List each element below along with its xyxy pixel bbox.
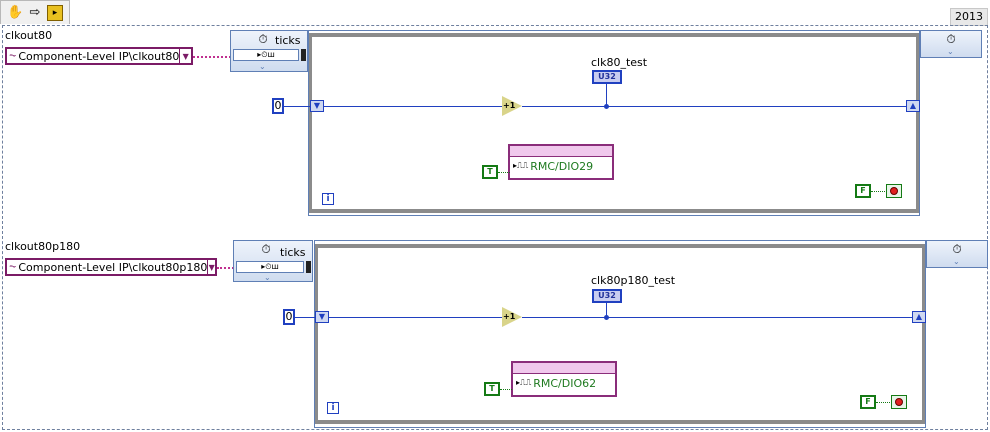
increment-label-2: +1 <box>503 312 516 321</box>
iteration-terminal-1: i <box>322 193 334 205</box>
ticks-label: ticks <box>280 246 306 259</box>
init-constant-1[interactable]: 0 <box>272 98 284 114</box>
stopwatch-icon: ⏱ <box>261 241 271 256</box>
stop-icon[interactable] <box>891 395 907 409</box>
true-constant-2[interactable]: T <box>484 382 500 396</box>
clock-refnum-2[interactable]: ⏦ Component-Level IP\clkout80p180 ▼ <box>5 258 217 276</box>
timed-loop-frame-2[interactable] <box>314 244 926 424</box>
indicator-wire-2 <box>606 303 607 317</box>
shift-register-left-1[interactable]: ▼ <box>310 100 324 112</box>
terminal-bar <box>301 49 306 61</box>
digital-waveform-icon: ▸⎍⎍ <box>516 378 532 387</box>
timed-loop-input-node-2[interactable]: ⏱ ticks ▸⏲ш ⌄ <box>233 240 313 282</box>
clock-icon: ⏦ <box>9 262 17 272</box>
fpga-io-node-1[interactable]: ▸⎍⎍ RMC/DIO29 <box>508 144 614 180</box>
wire-2a <box>329 317 502 318</box>
init-constant-2[interactable]: 0 <box>283 309 295 325</box>
stopwatch-icon: ⏱ <box>258 31 268 46</box>
bool-wire-1 <box>498 172 510 173</box>
timing-source-terminal[interactable]: ▸⏲ш <box>236 261 304 273</box>
bool-wire-2 <box>500 389 512 390</box>
increment-node-2[interactable] <box>502 307 522 327</box>
increment-node-1[interactable] <box>502 96 522 116</box>
indicator-label-2: clk80p180_test <box>591 274 676 287</box>
terminal-bar <box>306 261 311 273</box>
stop-wire-1 <box>871 191 887 192</box>
wire-junction-1 <box>604 104 609 109</box>
increment-label-1: +1 <box>503 101 516 110</box>
wire-2b <box>522 317 912 318</box>
u32-indicator-1[interactable]: U32 <box>592 70 622 84</box>
indicator-wire-1 <box>606 84 607 106</box>
chevron-down-icon[interactable]: ▼ <box>207 260 215 274</box>
true-constant-1[interactable]: T <box>482 165 498 179</box>
false-constant-1[interactable]: F <box>855 184 871 198</box>
clock-label-2: clkout80p180 <box>5 240 81 253</box>
fpga-io-node-2[interactable]: ▸⎍⎍ RMC/DIO62 <box>511 361 617 397</box>
shift-register-left-2[interactable]: ▼ <box>315 311 329 323</box>
timed-loop-border-2 <box>314 240 926 428</box>
wire-1a <box>324 106 502 107</box>
chevron-down-icon[interactable]: ▼ <box>179 49 191 63</box>
chevron-down-icon[interactable]: ⌄ <box>259 62 266 71</box>
u32-indicator-2[interactable]: U32 <box>592 289 622 303</box>
wire-junction-2 <box>604 315 609 320</box>
shift-register-right-1[interactable]: ▲ <box>906 100 920 112</box>
iteration-terminal-2: i <box>327 402 339 414</box>
clock-icon: ⏦ <box>9 51 17 61</box>
timed-loop-input-node-1[interactable]: ⏱ ticks ▸⏲ш ⌄ <box>230 30 308 72</box>
chevron-down-icon[interactable]: ⌄ <box>953 257 960 266</box>
clock-wire-1 <box>193 56 231 58</box>
chevron-down-icon[interactable]: ⌄ <box>947 47 954 56</box>
clock-wire-2 <box>217 267 234 269</box>
timed-loop-frame-1[interactable] <box>308 33 920 213</box>
ticks-label: ticks <box>275 34 301 47</box>
timed-loop-output-node-1[interactable]: ⏱ ⌄ <box>920 30 982 58</box>
shift-register-right-2[interactable]: ▲ <box>912 311 926 323</box>
timed-loop-border-1 <box>308 30 920 216</box>
digital-waveform-icon: ▸⎍⎍ <box>513 161 529 170</box>
timing-source-terminal[interactable]: ▸⏲ш <box>233 49 299 61</box>
indicator-label-1: clk80_test <box>591 56 648 69</box>
wire-1b <box>522 106 906 107</box>
clock-refnum-1[interactable]: ⏦ Component-Level IP\clkout80 ▼ <box>5 47 193 65</box>
stopwatch-icon: ⏱ <box>946 31 956 46</box>
timed-loop-output-node-2[interactable]: ⏱ ⌄ <box>926 240 988 268</box>
block-diagram <box>2 25 988 430</box>
stop-wire-2 <box>876 402 892 403</box>
init-wire-1 <box>284 106 310 107</box>
stop-icon[interactable] <box>886 184 902 198</box>
hand-icon[interactable]: ✋ <box>7 5 24 20</box>
version-badge: 2013 <box>950 8 988 26</box>
false-constant-2[interactable]: F <box>860 395 876 409</box>
init-wire-2 <box>295 317 315 318</box>
chevron-down-icon[interactable]: ⌄ <box>264 273 271 282</box>
arrow-icon[interactable]: ⇨ <box>29 5 41 20</box>
stopwatch-icon: ⏱ <box>952 241 962 256</box>
toolbar: ✋ ⇨ ▸ <box>0 0 70 24</box>
clock-label-1: clkout80 <box>5 29 53 42</box>
labview-vi-icon[interactable]: ▸ <box>47 5 63 21</box>
